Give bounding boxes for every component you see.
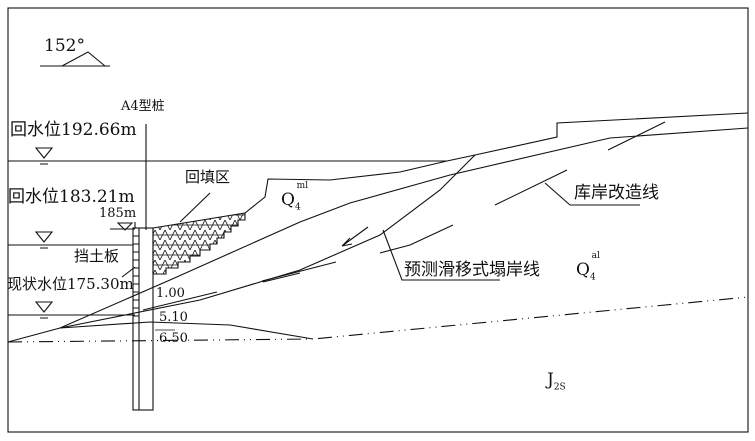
predicted-collapse-line [59,154,476,329]
bank-reshaping-leader [544,182,640,206]
current-slope-line [59,127,749,329]
bank-reshaping-line-label: 库岸改造线 [574,183,659,203]
stratum-alluvium-label: Q4al [576,251,600,283]
depth-label-3: 6.50 [159,331,188,346]
backfill-zone-label: 回填区 [185,168,231,186]
drawing-frame [7,7,749,433]
pile-label: A4型桩 [121,99,165,114]
bedrock-boundary-line [7,296,749,343]
orientation-arrow-icon [40,51,110,67]
depth-label-2: 5.10 [159,310,188,325]
backfill-zone-hatch [152,212,246,275]
ground-contact-curve [7,321,314,343]
stratum-bedrock-label: J2S [547,370,566,393]
water-level-icon [34,147,135,319]
slip-direction-arrow-icon [341,226,369,247]
depth-label-1: 1.00 [156,286,185,301]
water-level-183-label: 回水位183.21m [8,187,135,207]
water-level-175-label: 现状水位175.30m [7,275,134,293]
pile-body [132,227,154,411]
retaining-plate-label: 挡土板 [74,247,120,265]
water-level-192-label: 回水位192.66m [10,120,137,140]
bank-reshaping-surface [244,112,749,214]
predicted-collapse-line-label: 预测滑移式塌岸线 [404,260,540,280]
orientation-label: 152° [44,36,85,56]
retaining-plate-ladder [133,235,139,317]
collapse-line-leader [382,229,500,281]
elevation-185-label: 185m [99,206,137,221]
stratum-fill-label: Q4ml [281,181,309,213]
